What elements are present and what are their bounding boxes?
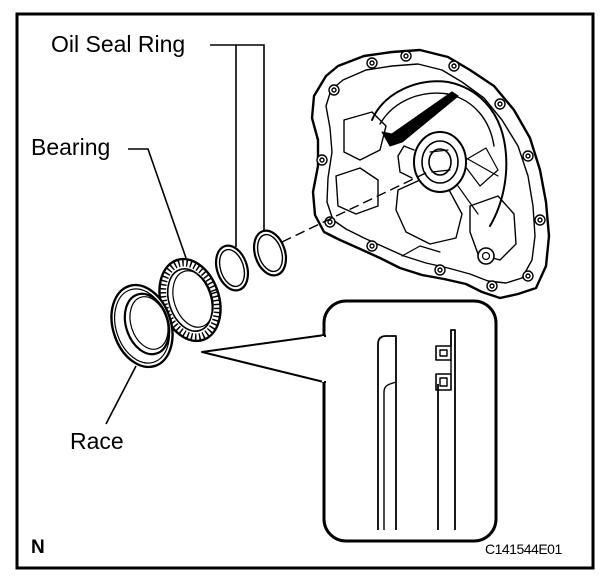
race-label: Race [70,428,124,454]
orientation-mark: N [31,537,45,558]
detail-callout-pointer [201,333,333,385]
transaxle-housing [310,48,551,300]
race-cross-section [377,335,397,530]
bearing-race [110,283,174,369]
oil-seal-ring-label: Oil Seal Ring [51,31,186,57]
oil-seal-ring-rear [252,229,288,277]
oil-seal-ring-front [214,244,250,292]
leader-lines [105,44,265,425]
detail-inset-box [322,299,498,543]
bearing-label: Bearing [31,134,111,160]
bearing-cross-section [435,329,456,530]
figure-code: C141544E01 [485,541,562,557]
outer-frame [15,12,595,570]
assembly-axis [281,169,433,243]
